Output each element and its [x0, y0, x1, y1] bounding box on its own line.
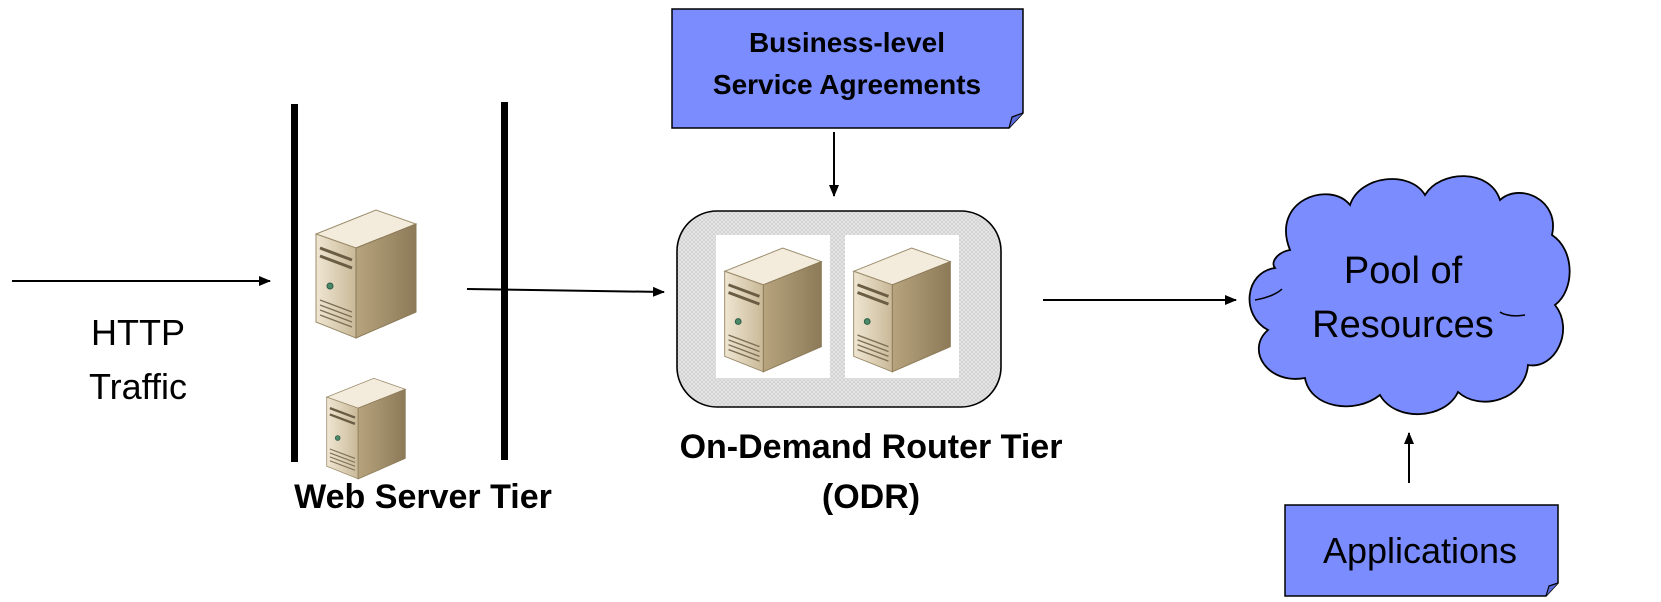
tier-boundary-left: [291, 104, 298, 462]
business-agreements-note: Business-level Service Agreements: [671, 8, 1024, 129]
business-note-line2: Service Agreements: [713, 69, 981, 100]
applications-label: Applications: [1323, 530, 1517, 571]
applications-note: Applications: [1284, 504, 1559, 597]
arrow-web-to-odr: [466, 286, 665, 297]
server-icon: [852, 246, 952, 374]
traffic-label: Traffic: [89, 366, 187, 407]
business-note-line1: Business-level: [749, 27, 945, 58]
tier-boundary-right: [501, 102, 508, 460]
odr-tier-label: On-Demand Router Tier: [680, 428, 1063, 466]
cloud-shape: [1248, 175, 1571, 416]
server-icon: [325, 376, 407, 481]
odr-tier-sublabel: (ODR): [822, 478, 920, 516]
odr-tier: On-Demand Router Tier (ODR): [676, 210, 1063, 516]
pool-label: Pool of: [1344, 250, 1463, 292]
pool-of-resources: Pool of Resources: [1248, 175, 1571, 416]
http-label: HTTP: [91, 312, 185, 353]
resources-label: Resources: [1312, 304, 1494, 346]
server-icon: [314, 208, 418, 340]
server-icon: [723, 246, 823, 374]
http-traffic-group: HTTP Traffic: [89, 312, 187, 407]
web-server-tier: Web Server Tier: [291, 102, 552, 516]
web-server-tier-label: Web Server Tier: [294, 478, 552, 516]
